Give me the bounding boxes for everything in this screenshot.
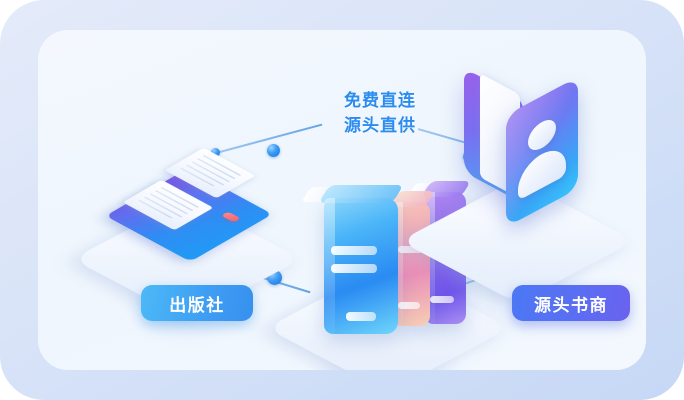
badge-dealer[interactable]: 源头书商 xyxy=(512,285,630,321)
headline-line-2: 源头直供 xyxy=(344,116,416,136)
badge-publisher-label: 出版社 xyxy=(169,295,225,315)
book-pink-band-2 xyxy=(397,302,420,309)
headline-line-1: 免费直连 xyxy=(344,91,416,110)
book-blue-band-3 xyxy=(346,312,376,321)
open-book-icon xyxy=(105,147,273,274)
book-pink xyxy=(376,191,435,326)
person-book-icon xyxy=(458,60,598,228)
book-blue-band-1 xyxy=(331,246,378,255)
person-avatar-head xyxy=(528,114,556,156)
book-pink-spine xyxy=(394,202,403,326)
book-purple-spine xyxy=(426,192,435,324)
connector-node-1 xyxy=(211,148,220,157)
connector-node-2 xyxy=(267,144,280,157)
book-blue xyxy=(301,185,404,334)
person-avatar-body xyxy=(518,141,566,201)
book-blue-spine xyxy=(324,198,335,334)
illustration-card: 免费直连 源头直供 出版社 源头书商 xyxy=(38,30,646,370)
book-purple-band-2 xyxy=(430,296,454,303)
headline: 免费直连 源头直供 xyxy=(294,88,466,138)
badge-dealer-label: 源头书商 xyxy=(534,295,608,315)
book-pink-band-1 xyxy=(397,246,423,253)
book-blue-band-2 xyxy=(331,264,378,273)
illustration-stage: 免费直连 源头直供 出版社 源头书商 xyxy=(38,30,646,370)
badge-publisher[interactable]: 出版社 xyxy=(141,285,253,321)
